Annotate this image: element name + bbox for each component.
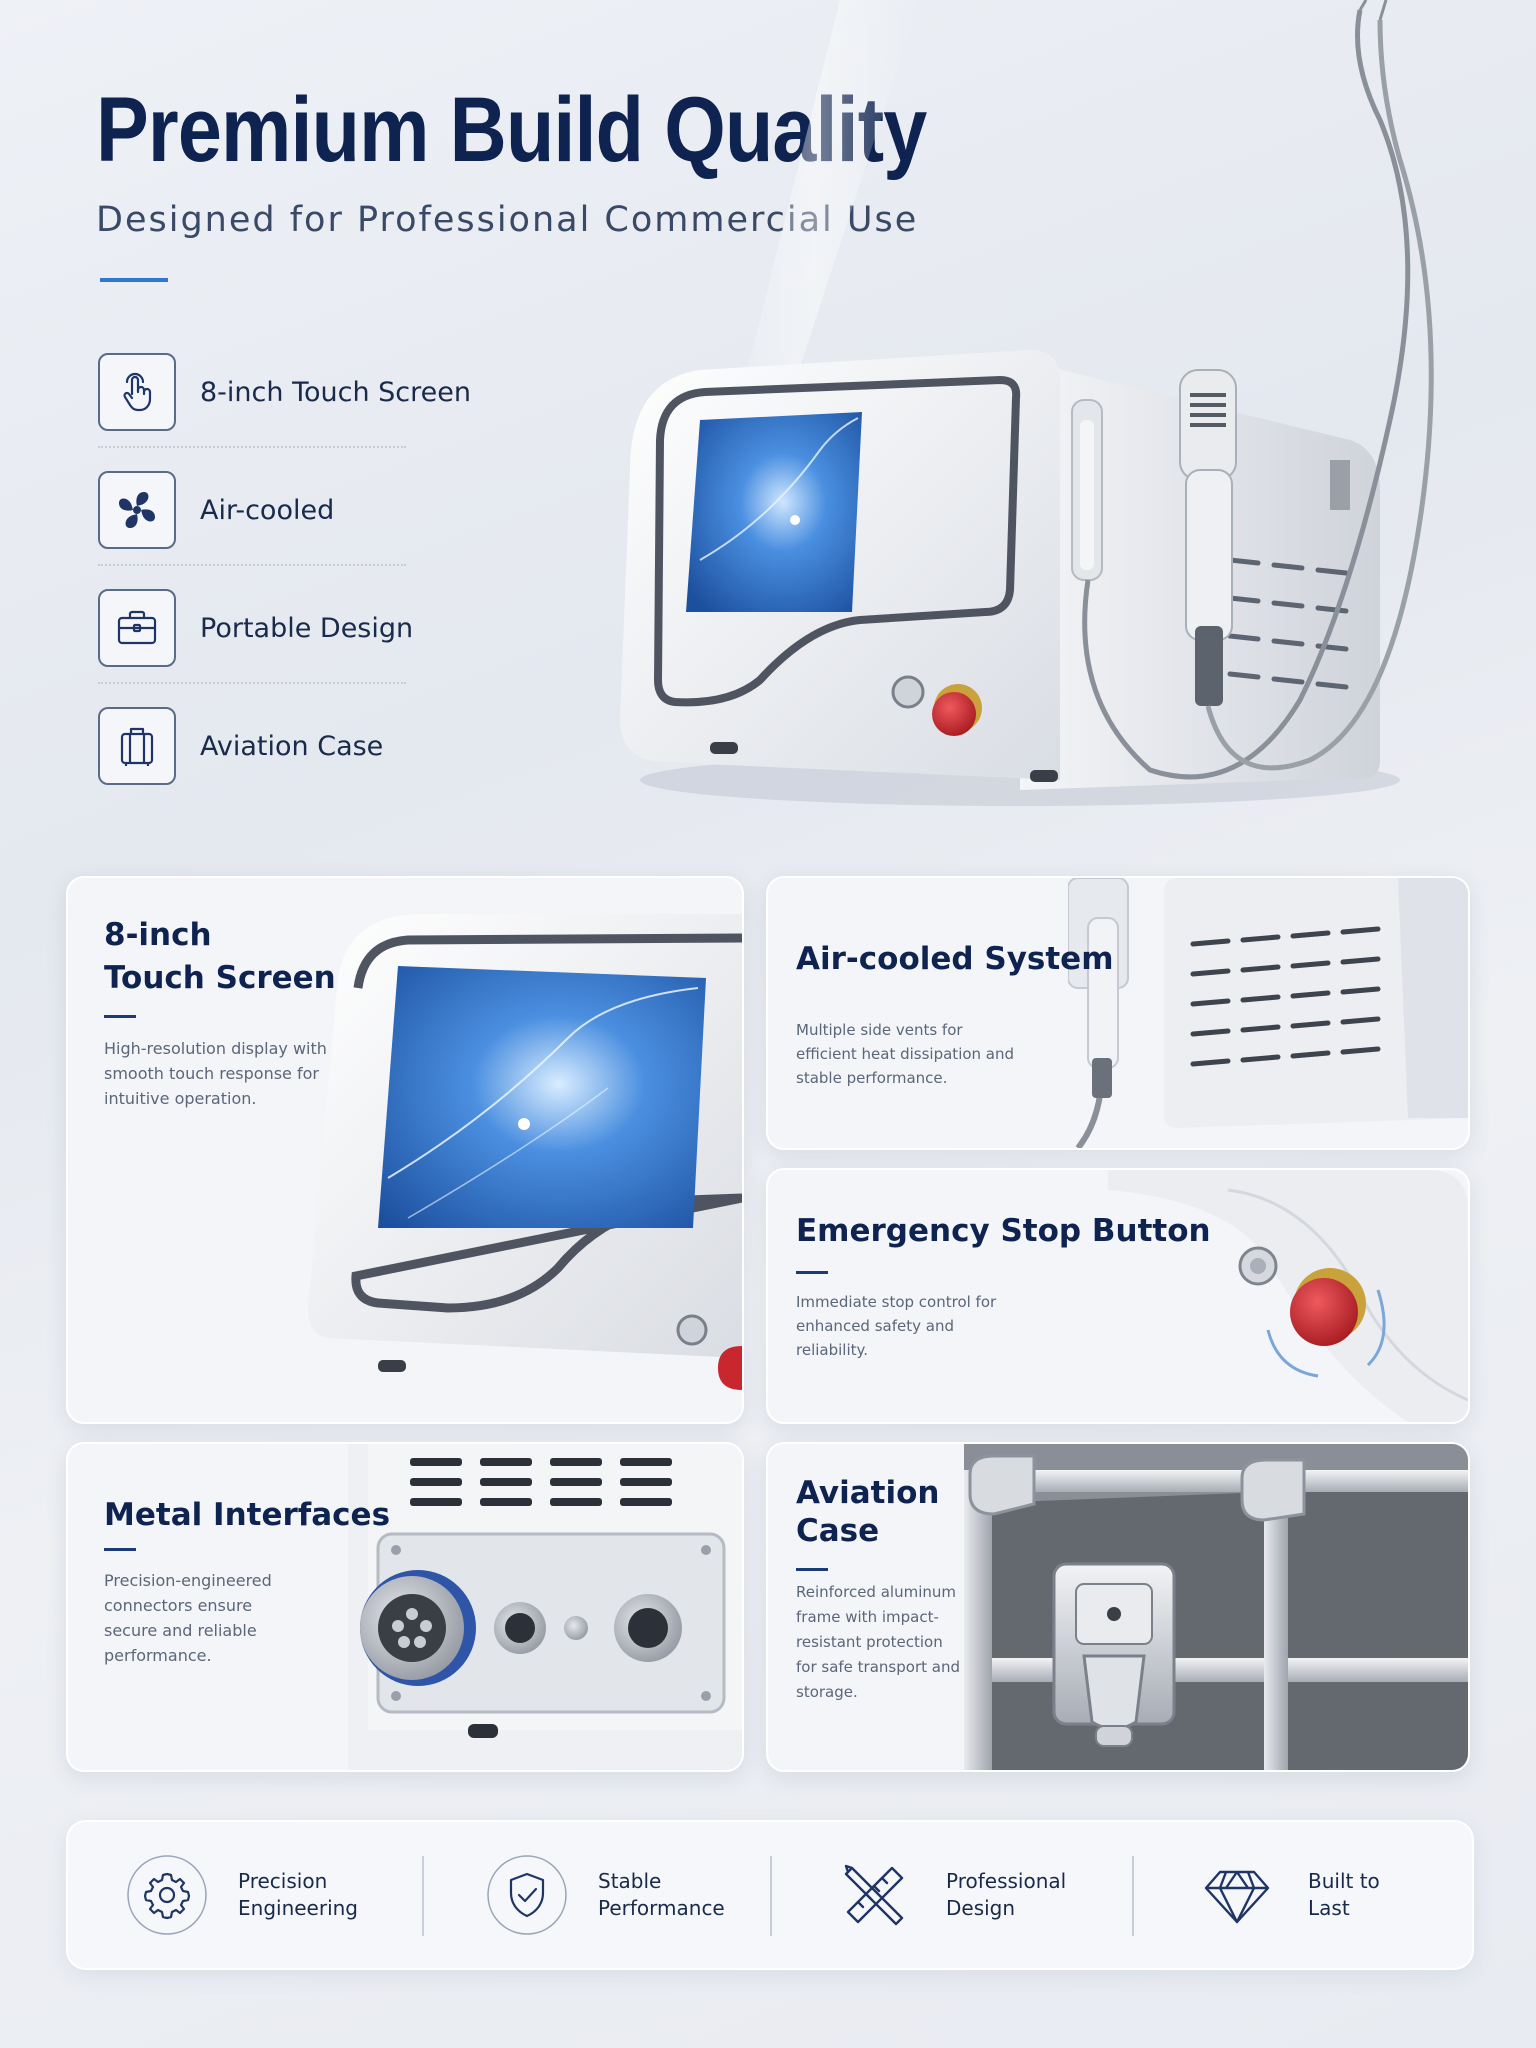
metal-interfaces-closeup-image <box>348 1444 742 1770</box>
card-description: Immediate stop control for enhanced safe… <box>796 1293 997 1359</box>
card-description: Precision-engineered connectors ensure s… <box>104 1571 272 1665</box>
briefcase-icon <box>98 589 176 667</box>
gear-icon <box>126 1854 208 1936</box>
card-title-line: Case <box>796 1513 880 1549</box>
feature-label: Aviation Case <box>200 730 384 762</box>
card-title-line: Touch Screen <box>104 960 336 996</box>
shield-check-icon <box>486 1854 568 1936</box>
feature-separator <box>98 564 406 566</box>
benefit-label: Stable Performance <box>598 1868 725 1922</box>
aviation-case-closeup-image <box>964 1444 1468 1770</box>
benefit-label-line: Last <box>1308 1896 1350 1920</box>
fan-icon <box>98 471 176 549</box>
hero-machine-image <box>620 0 1434 806</box>
card-rule <box>796 1568 828 1571</box>
touch-hand-icon <box>98 353 176 431</box>
benefit-divider <box>422 1856 424 1936</box>
feature-label: 8-inch Touch Screen <box>200 376 471 408</box>
benefit-label: Built to Last <box>1308 1868 1380 1922</box>
card-rule <box>104 1015 136 1018</box>
card-title: Metal Interfaces <box>104 1497 391 1533</box>
benefit-label-line: Professional <box>946 1869 1067 1893</box>
benefit-label-line: Built to <box>1308 1869 1380 1893</box>
benefit-item-professional-design: Professional Design <box>834 1822 1066 1968</box>
benefit-label-line: Stable <box>598 1869 662 1893</box>
card-description: Multiple side vents for efficient heat d… <box>796 1021 1015 1087</box>
card-aviation-case: Aviation Case Reinforced aluminum frame … <box>766 1442 1470 1772</box>
card-touch-screen: 8-inch Touch Screen High-resolution disp… <box>66 876 744 1424</box>
card-title-line: 8-inch <box>104 917 212 953</box>
feature-separator <box>98 446 406 448</box>
card-emergency-stop: Emergency Stop Button Immediate stop con… <box>766 1168 1470 1424</box>
card-rule <box>104 1548 136 1551</box>
card-rule <box>796 1271 828 1274</box>
air-vents-closeup-image <box>1068 878 1468 1148</box>
luggage-icon <box>98 707 176 785</box>
benefit-label-line: Precision <box>238 1869 328 1893</box>
benefit-item-built-to-last: Built to Last <box>1196 1822 1380 1968</box>
benefit-label-line: Performance <box>598 1896 725 1920</box>
accent-divider <box>100 278 168 282</box>
feature-separator <box>98 682 406 684</box>
card-title-line: Aviation <box>796 1475 940 1511</box>
feature-label: Portable Design <box>200 612 414 644</box>
card-title: Emergency Stop Button <box>796 1213 1211 1249</box>
benefit-label-line: Engineering <box>238 1896 358 1920</box>
feature-label: Air-cooled <box>200 494 335 526</box>
emergency-stop-closeup-image <box>1108 1170 1468 1422</box>
benefits-strip: Precision Engineering Stable Performance <box>66 1820 1474 1970</box>
benefit-label: Professional Design <box>946 1868 1066 1922</box>
feature-item-touch-screen: 8-inch Touch Screen <box>98 352 471 432</box>
benefit-divider <box>770 1856 772 1936</box>
feature-item-air-cooled: Air-cooled <box>98 470 408 550</box>
diamond-icon <box>1196 1854 1278 1936</box>
ruler-pencil-icon <box>834 1854 916 1936</box>
page-title: Premium Build Quality <box>96 79 927 181</box>
benefit-item-stable-performance: Stable Performance <box>486 1822 725 1968</box>
benefit-label: Precision Engineering <box>238 1868 358 1922</box>
card-air-cooled: Air-cooled System Multiple side vents fo… <box>766 876 1470 1150</box>
feature-item-aviation-case: Aviation Case <box>98 706 408 786</box>
card-description: Reinforced aluminum frame with impact-re… <box>796 1583 960 1701</box>
touch-screen-closeup-image <box>308 914 742 1390</box>
card-title: Air-cooled System <box>796 941 1114 977</box>
benefit-divider <box>1132 1856 1134 1936</box>
benefit-label-line: Design <box>946 1896 1016 1920</box>
feature-item-portable-design: Portable Design <box>98 588 413 668</box>
benefit-item-precision-engineering: Precision Engineering <box>126 1822 358 1968</box>
page-subtitle: Designed for Professional Commercial Use <box>96 200 919 240</box>
card-description: High-resolution display with smooth touc… <box>104 1039 327 1108</box>
card-metal-interfaces: Metal Interfaces Precision-engineered co… <box>66 1442 744 1772</box>
